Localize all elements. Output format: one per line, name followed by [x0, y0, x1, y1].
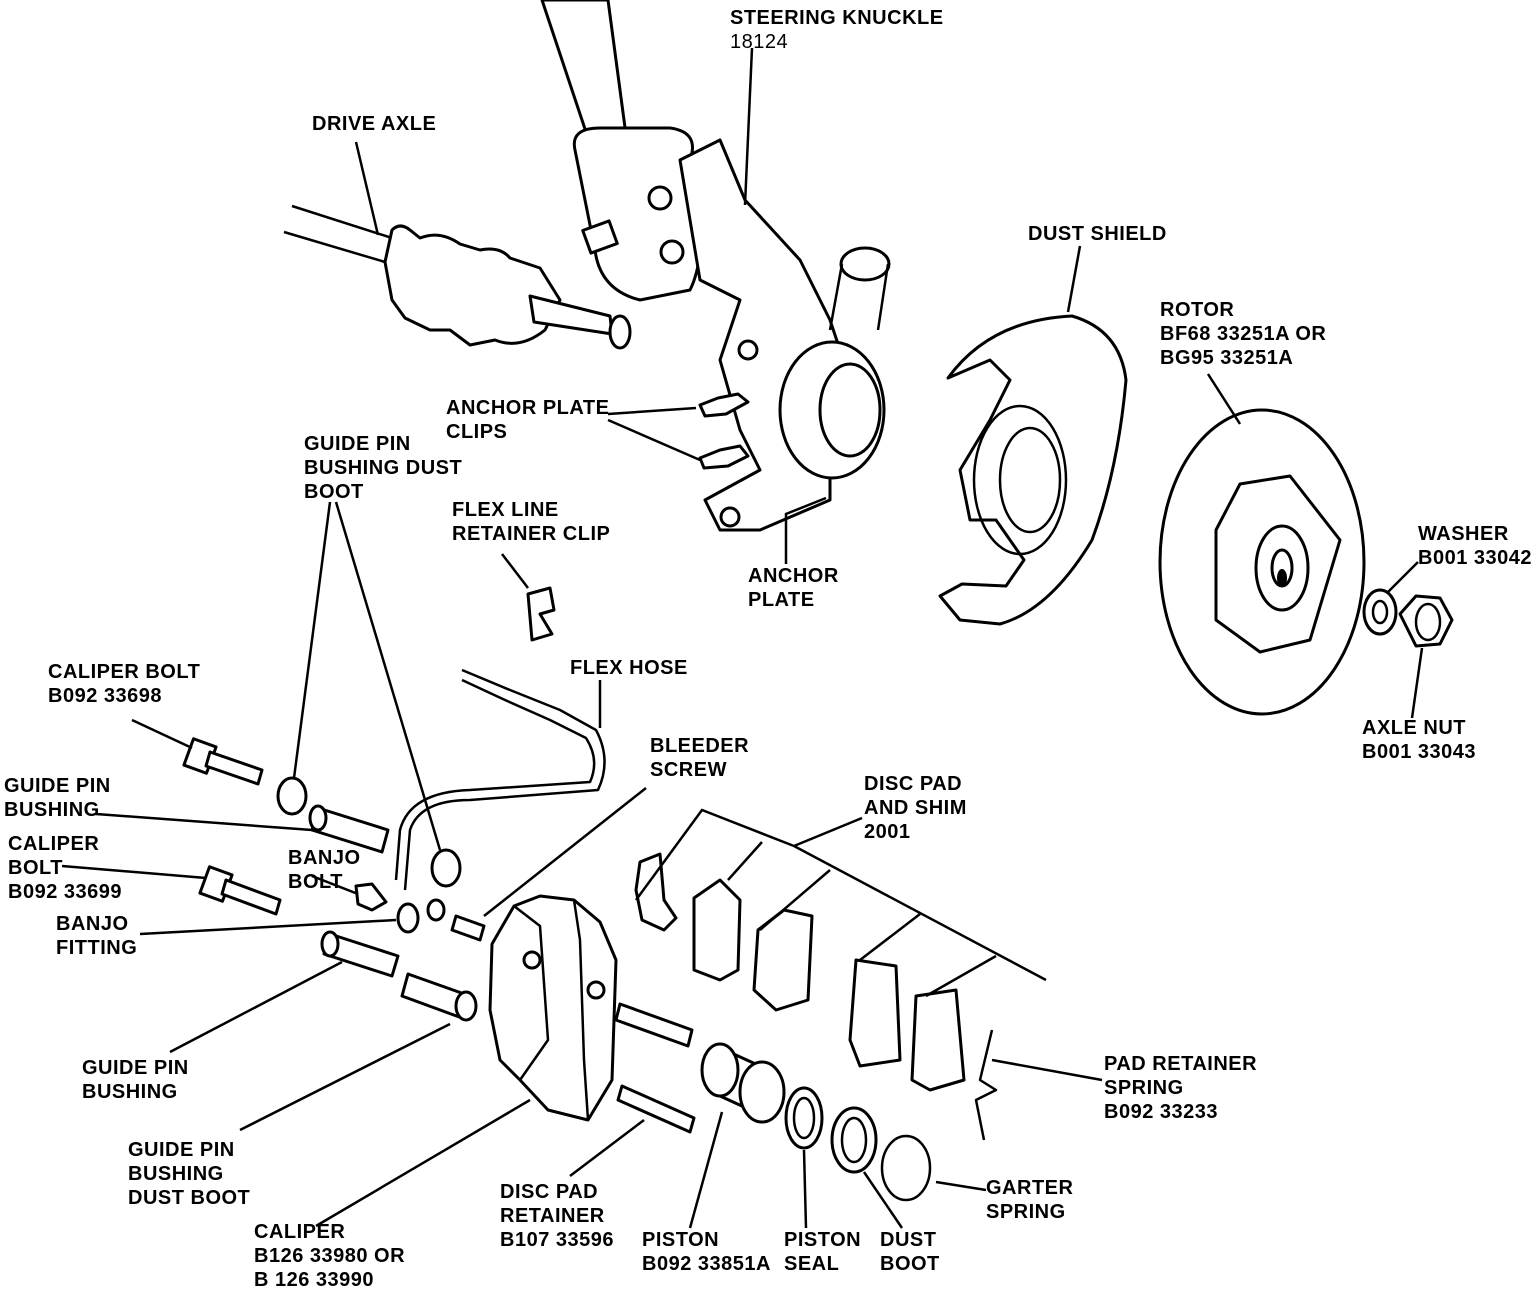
- anchor-clip-upper: [698, 392, 750, 418]
- caliper-bolt-top-drawing: [182, 737, 264, 786]
- caliper-drawing: [488, 894, 618, 1122]
- rotor-drawing: [1158, 408, 1366, 716]
- disc-pad-shim-1: [634, 852, 678, 932]
- piston-drawing: [700, 1042, 786, 1124]
- garter-spring-drawing: [880, 1134, 932, 1202]
- disc-pad-3: [752, 908, 814, 1012]
- label-dust-shield: DUST SHIELD: [1028, 223, 1167, 245]
- flex-line-retainer-clip-drawing: [526, 586, 556, 642]
- disc-pad-shim-2: [692, 878, 742, 982]
- banjo-bolt-drawing: [354, 882, 388, 912]
- dust-shield-drawing: [938, 314, 1128, 626]
- disc-pad-shim-4: [848, 958, 902, 1068]
- axle-nut-drawing: [1398, 594, 1454, 648]
- washer-drawing: [1362, 588, 1398, 636]
- disc-pad-retainer-pin-upper: [614, 1002, 694, 1048]
- label-drive-axle: DRIVE AXLE: [312, 113, 437, 135]
- piston-seal-drawing: [784, 1086, 824, 1150]
- banjo-fitting-drawing: [396, 902, 420, 934]
- anchor-clip-lower: [698, 444, 750, 470]
- pad-retainer-spring-drawing: [974, 1029, 998, 1141]
- bleeder-screw-drawing: [450, 914, 486, 942]
- label-flex-hose: FLEX HOSE: [570, 657, 688, 679]
- dust-boot-drawing: [830, 1106, 878, 1174]
- disc-pad-shim-5: [910, 988, 966, 1092]
- drive-axle-drawing: [283, 204, 632, 350]
- guide-pin-boot-right-drawing: [430, 848, 462, 888]
- leader-lines: [61, 47, 1424, 1229]
- disc-pad-retainer-pin-lower: [616, 1084, 696, 1134]
- steering-knuckle-drawing: [540, 0, 891, 532]
- flex-hose-drawing: [403, 668, 606, 891]
- caliper-bolt-mid-drawing: [198, 865, 282, 916]
- guide-pin-boot-top-drawing: [276, 776, 308, 816]
